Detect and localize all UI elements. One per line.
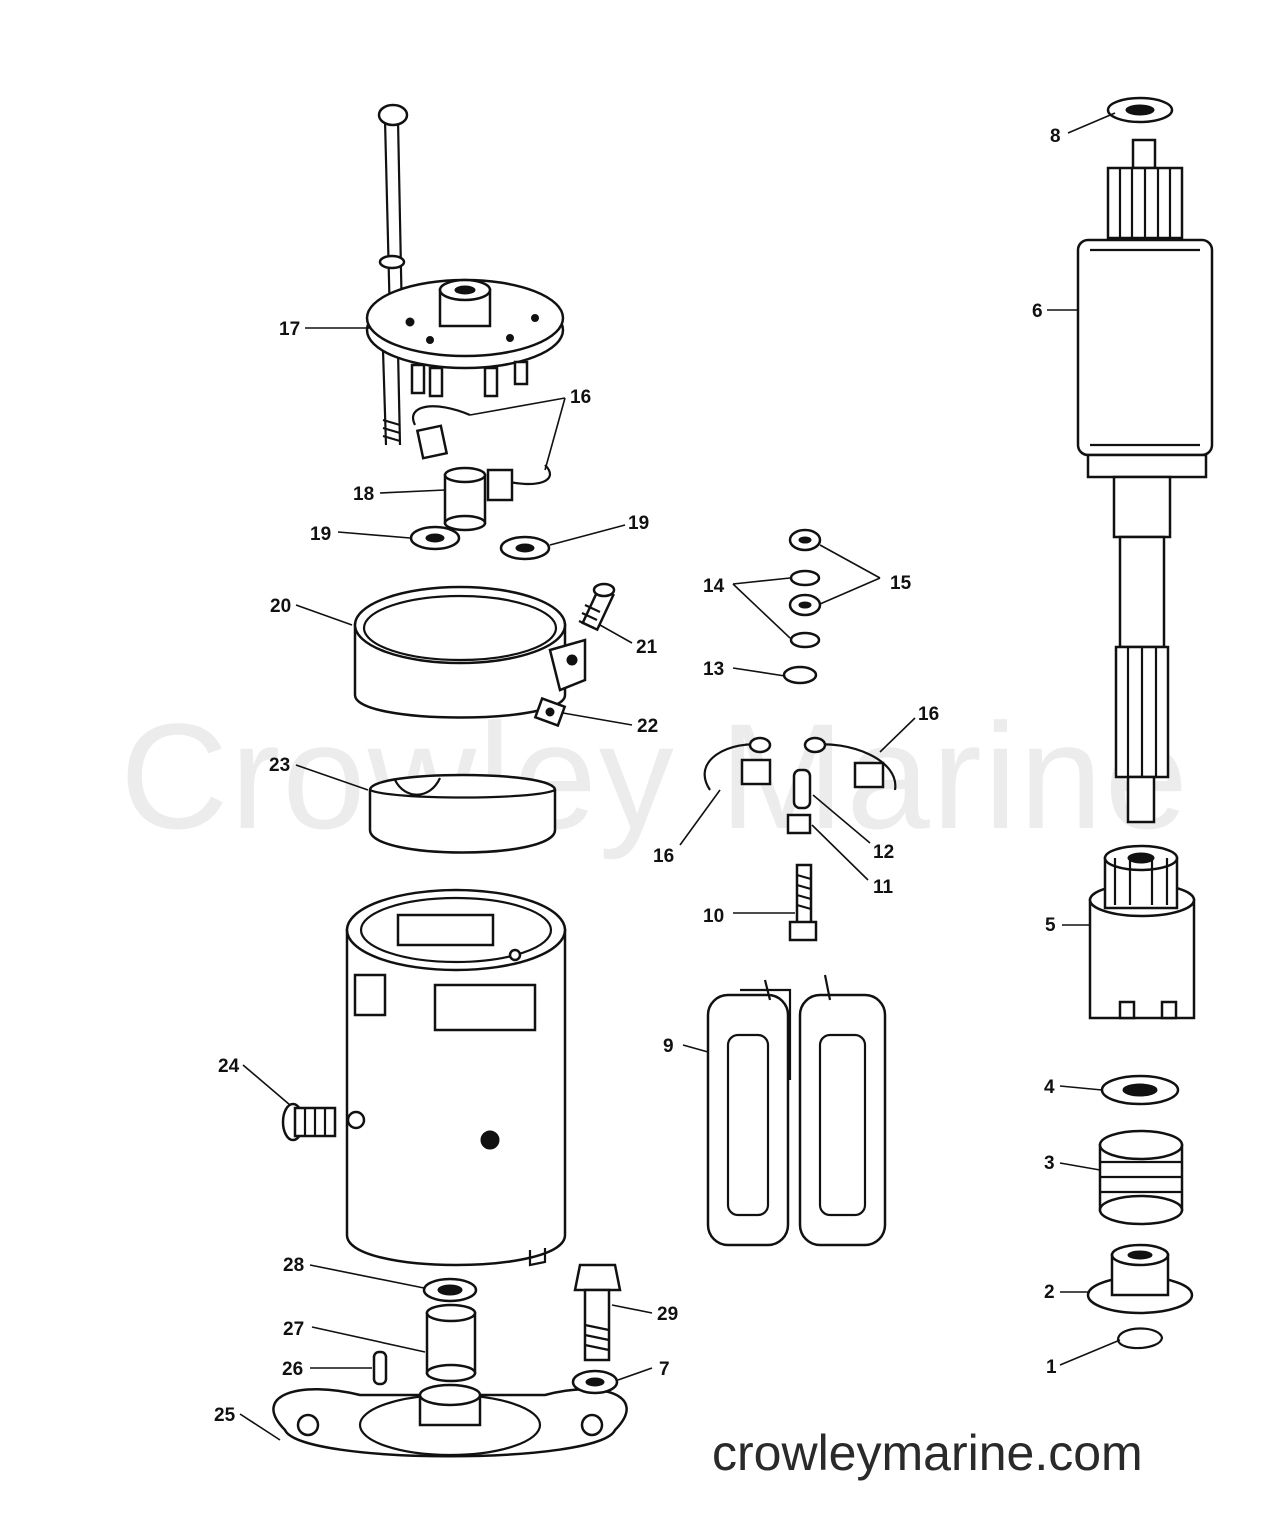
part-3-spring [1098,1129,1184,1226]
part-12-insulator [792,768,812,810]
part-19-washers [409,525,551,561]
callout-3: 3 [1044,1153,1055,1174]
callout-11: 11 [873,877,894,898]
callout-18: 18 [353,484,374,505]
callout-6: 6 [1032,301,1043,322]
part-4-washer [1100,1074,1180,1106]
callout-23: 23 [269,755,290,776]
part-14-washers [789,569,821,649]
callout-26: 26 [282,1359,303,1380]
callout-27: 27 [283,1319,304,1340]
callout-20: 20 [270,596,291,617]
part-21-screw [578,582,616,632]
part-13-washer [782,665,818,685]
part-17-end-plate [365,103,565,446]
part-26-pin [372,1350,388,1386]
callout-labels: 1 2 3 4 5 6 7 8 9 10 11 12 13 14 15 16 1… [214,126,1061,1426]
callout-16-upper: 16 [570,387,591,408]
leader-lines [239,112,1121,1441]
callout-5: 5 [1045,915,1056,936]
part-1-retaining-ring [1116,1327,1164,1350]
motor-frame-housing [345,888,567,1267]
callout-28: 28 [283,1255,304,1276]
callout-19-right: 19 [628,513,649,534]
part-18-bushing [443,466,487,532]
callout-7: 7 [659,1359,670,1380]
callout-16-right: 16 [918,704,939,725]
callout-13: 13 [703,659,724,680]
part-23-insulator [368,773,557,854]
site-url-text: crowleymarine.com [712,1425,1143,1481]
part-6-armature [1076,138,1214,824]
part-25-end-cap [272,1383,628,1458]
part-27-bushing [425,1303,477,1383]
part-28-washer [422,1277,478,1303]
callout-15: 15 [890,573,912,594]
callout-21: 21 [636,637,658,658]
callout-2: 2 [1044,1282,1055,1303]
callout-1: 1 [1046,1357,1057,1378]
callout-19-left: 19 [310,524,331,545]
part-22-nut [533,696,567,728]
callout-12: 12 [873,842,894,863]
part-9-field-coils [706,974,887,1247]
callout-14: 14 [703,576,725,597]
part-2-stop-collar [1086,1243,1194,1315]
callout-10: 10 [703,906,724,927]
part-20-band [353,585,587,719]
part-8-washer [1106,96,1174,124]
callout-17: 17 [279,319,300,340]
part-10-stud [788,863,818,942]
callout-9: 9 [663,1036,674,1057]
watermark-text: Crowley Marine [120,692,1190,860]
callout-25: 25 [214,1405,236,1426]
callout-22: 22 [637,716,658,737]
part-24-screw [281,1102,337,1142]
part-16-upper-brushes [412,405,552,502]
callout-29: 29 [657,1304,678,1325]
callout-8: 8 [1050,126,1061,147]
part-5-drive-pinion [1088,844,1196,1020]
callout-24: 24 [218,1056,240,1077]
part-11-nut [786,813,812,835]
part-29-bolt [573,1263,622,1362]
part-15-nuts [788,528,822,617]
part-7-lock-washer [571,1369,619,1395]
part-16-lower-brushes [703,736,897,791]
callout-16-left: 16 [653,846,674,867]
callout-4: 4 [1044,1077,1055,1098]
